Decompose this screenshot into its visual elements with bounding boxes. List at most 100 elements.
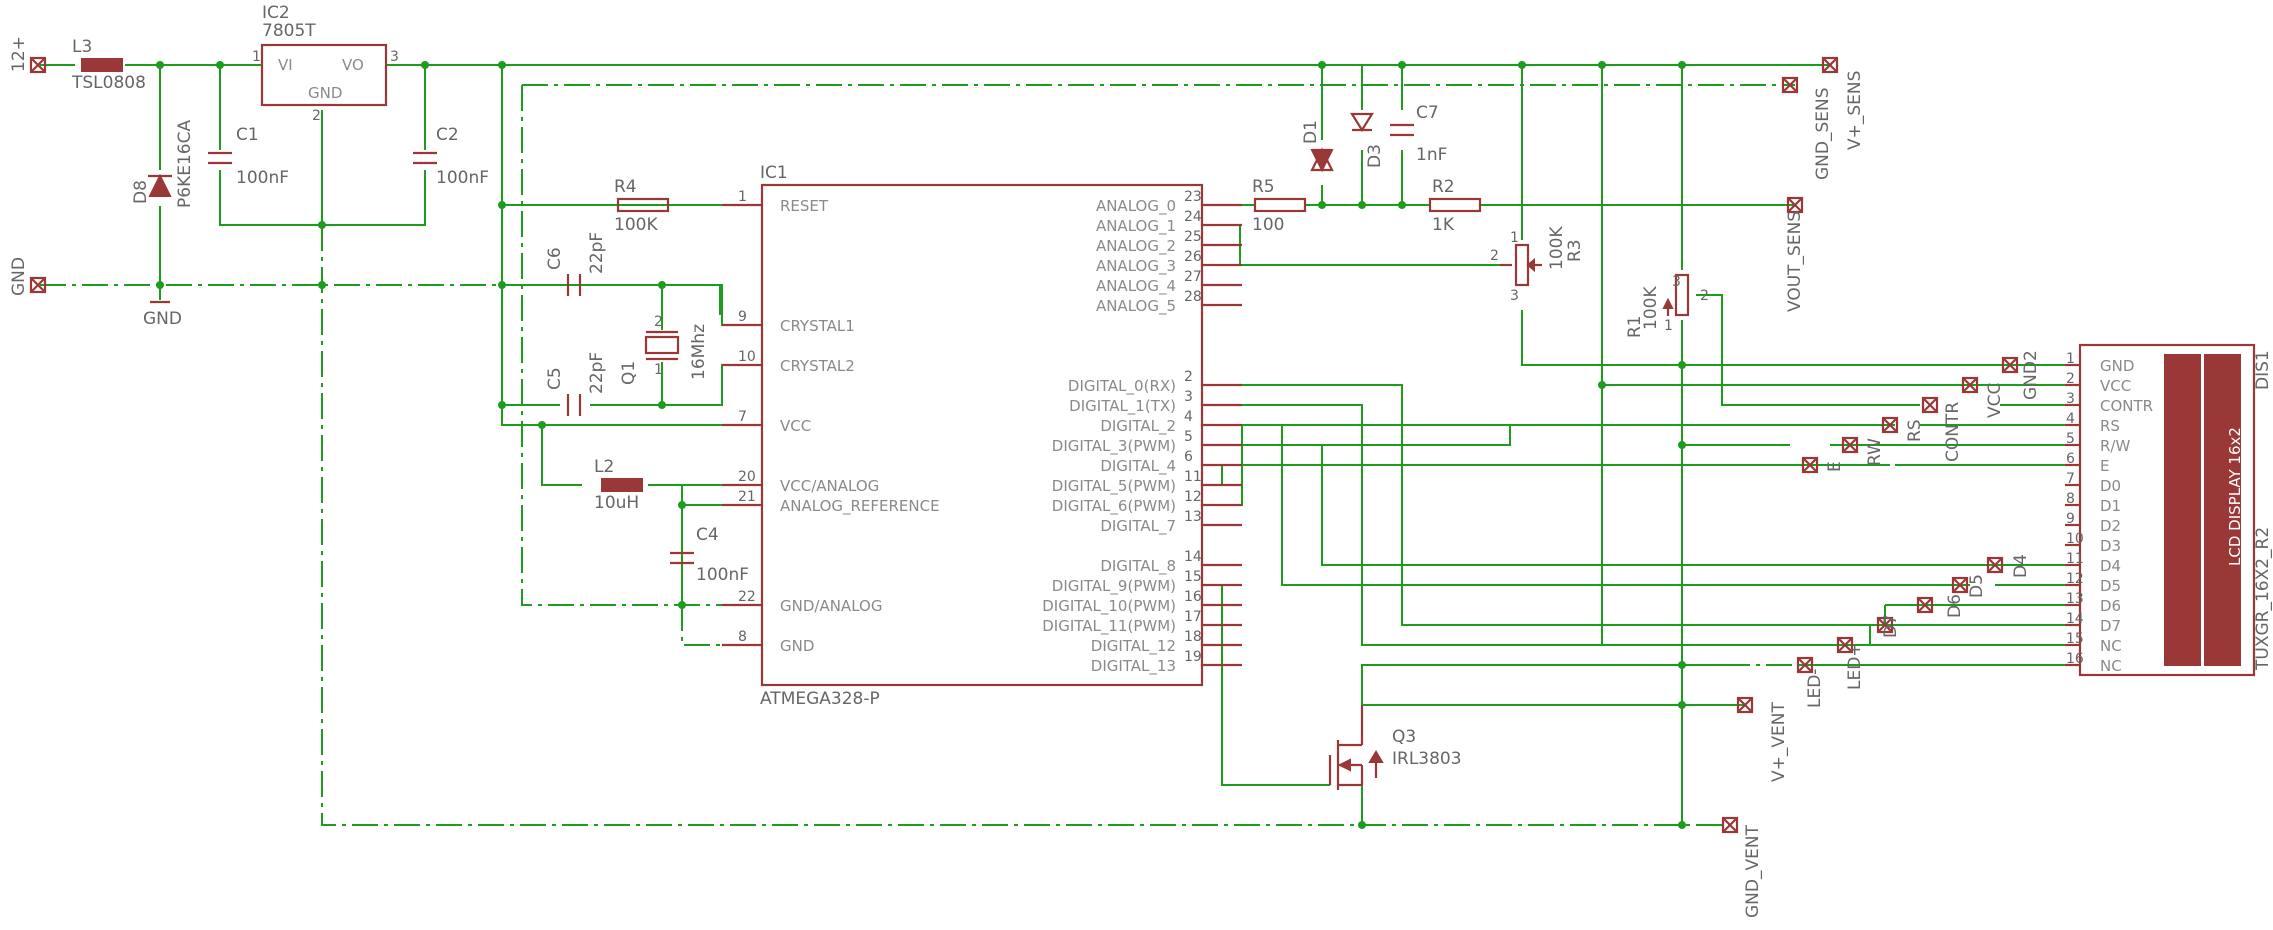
svg-text:L3: L3 — [72, 37, 92, 57]
lcd-pin-name: D3 — [2100, 537, 2121, 555]
pad-box — [1916, 596, 1934, 614]
lcd-pin-number: 10 — [2066, 531, 2084, 547]
net-d4: D4 — [2011, 554, 2031, 578]
svg-text:3: 3 — [390, 49, 399, 65]
svg-text:16Mhz: 16Mhz — [689, 324, 709, 380]
lcd-pin-name: NC — [2100, 657, 2122, 675]
svg-text:1: 1 — [654, 362, 663, 378]
ic1-pin-name: ANALOG_1 — [1096, 217, 1176, 236]
crystal-q1: 2 1 Q1 16Mhz — [619, 314, 709, 385]
svg-text:D3: D3 — [1365, 144, 1385, 168]
lcd-pin-name: NC — [2100, 637, 2122, 655]
connector-pad — [1881, 416, 1899, 434]
svg-text:C2: C2 — [436, 125, 459, 145]
resistor-r2: R2 1K — [1428, 177, 1482, 235]
svg-text:1: 1 — [1664, 318, 1673, 334]
pad-cross — [1802, 457, 1818, 473]
svg-text:C5: C5 — [545, 367, 565, 390]
svg-text:DIS1: DIS1 — [2253, 350, 2273, 390]
mosfet-q3: Q3 IRL3803 — [1328, 705, 1462, 790]
lcd-pin-number: 7 — [2066, 471, 2075, 487]
pad-cross — [30, 277, 46, 293]
pad-box — [1986, 556, 2004, 574]
lcd-pin-name: D5 — [2100, 577, 2121, 595]
connector-pad — [29, 276, 47, 294]
connector-pad — [1841, 436, 1859, 454]
lcd-pin-number: 12 — [2066, 571, 2084, 587]
pad-box — [1951, 576, 1969, 594]
svg-text:L2: L2 — [594, 457, 614, 477]
capacitor-c4: C4 100nF — [670, 525, 749, 585]
svg-text:C4: C4 — [696, 525, 719, 545]
ic1-pin-number: 12 — [1184, 489, 1202, 505]
ic1-pin-number: 3 — [1184, 389, 1193, 405]
ic1-pin-name: ANALOG_REFERENCE — [780, 497, 940, 516]
svg-text:R3: R3 — [1565, 239, 1585, 262]
diode-d8: D8 P6KE16CA — [131, 120, 195, 208]
svg-text:GND: GND — [308, 84, 342, 102]
svg-text:D8: D8 — [131, 180, 151, 204]
lcd-pin-name: GND — [2100, 357, 2134, 375]
lcd-pin-name: D4 — [2100, 557, 2121, 575]
ic1-pin-number: 17 — [1184, 609, 1202, 625]
svg-text:3: 3 — [1672, 274, 1681, 290]
ic1-pin-number: 24 — [1184, 209, 1202, 225]
net-gnd-sens: GND_SENS — [1813, 87, 1833, 180]
svg-text:100K: 100K — [1547, 226, 1567, 270]
pad-box — [1921, 396, 1939, 414]
net-e: E — [1825, 461, 1845, 472]
ic1-pin-name: ANALOG_3 — [1096, 257, 1176, 276]
ic1-pin-name: ANALOG_0 — [1096, 197, 1176, 216]
svg-text:IRL3803: IRL3803 — [1392, 749, 1462, 769]
net-labels: 12+ GND GND_SENS V+_SENS VOUT_SENS GND2 … — [9, 36, 2041, 918]
lcd-pin-name: R/W — [2100, 437, 2130, 455]
ic1-pin-name: DIGITAL_10(PWM) — [1042, 597, 1176, 616]
ic1-pin-number: 2 — [1184, 369, 1193, 385]
ic1-pin-name: CRYSTAL1 — [780, 317, 855, 335]
ic1-pin-number: 13 — [1184, 509, 1202, 525]
ic1-pin-name: GND/ANALOG — [780, 597, 882, 615]
svg-text:P6KE16CA: P6KE16CA — [175, 120, 195, 208]
svg-text:1nF: 1nF — [1416, 145, 1447, 165]
lcd-pin-number: 9 — [2066, 511, 2075, 527]
svg-text:VI: VI — [278, 56, 293, 74]
svg-text:R1: R1 — [1625, 315, 1645, 338]
svg-text:100nF: 100nF — [436, 168, 489, 188]
net-rs: RS — [1905, 419, 1925, 442]
svg-text:C1: C1 — [236, 125, 259, 145]
lcd-pin-number: 6 — [2066, 451, 2075, 467]
ic1-pin-number: 23 — [1184, 189, 1202, 205]
lcd-pin-number: 1 — [2066, 351, 2075, 367]
pad-box — [1781, 76, 1799, 94]
connector-pad — [1921, 396, 1939, 414]
svg-text:VO: VO — [342, 56, 364, 74]
net-d6: D6 — [1945, 594, 1965, 618]
pad-box — [29, 56, 47, 74]
ic1-pin-name: DIGITAL_9(PWM) — [1052, 577, 1176, 596]
ic1-pin-number: 7 — [738, 409, 747, 425]
ic1-pin-number: 9 — [738, 309, 747, 325]
ic1-pin-number: 19 — [1184, 649, 1202, 665]
pad-box — [1836, 636, 1854, 654]
ic1-pin-number: 8 — [738, 629, 747, 645]
svg-text:100nF: 100nF — [696, 565, 749, 585]
pad-cross — [1987, 557, 2003, 573]
ic1-pin-name: DIGITAL_13 — [1091, 657, 1176, 676]
ic1-pin-name: ANALOG_2 — [1096, 237, 1176, 256]
ic1-pin-number: 1 — [738, 189, 747, 205]
connector-pad — [1916, 596, 1934, 614]
inductor-l2: L2 10uH — [594, 457, 643, 513]
svg-text:IC2: IC2 — [262, 3, 290, 23]
diode-d3: D3 — [1350, 112, 1385, 168]
connector-pad — [1951, 576, 1969, 594]
ic1-pin-name: DIGITAL_2 — [1100, 417, 1176, 436]
lcd-pin-number: 8 — [2066, 491, 2075, 507]
pad-cross — [1842, 437, 1858, 453]
ic1-pin-name: RESET — [780, 197, 829, 215]
net-gnd: GND — [9, 257, 29, 296]
ic1-pin-name: DIGITAL_5(PWM) — [1052, 477, 1176, 496]
ic1-pin-name: GND — [780, 637, 814, 655]
